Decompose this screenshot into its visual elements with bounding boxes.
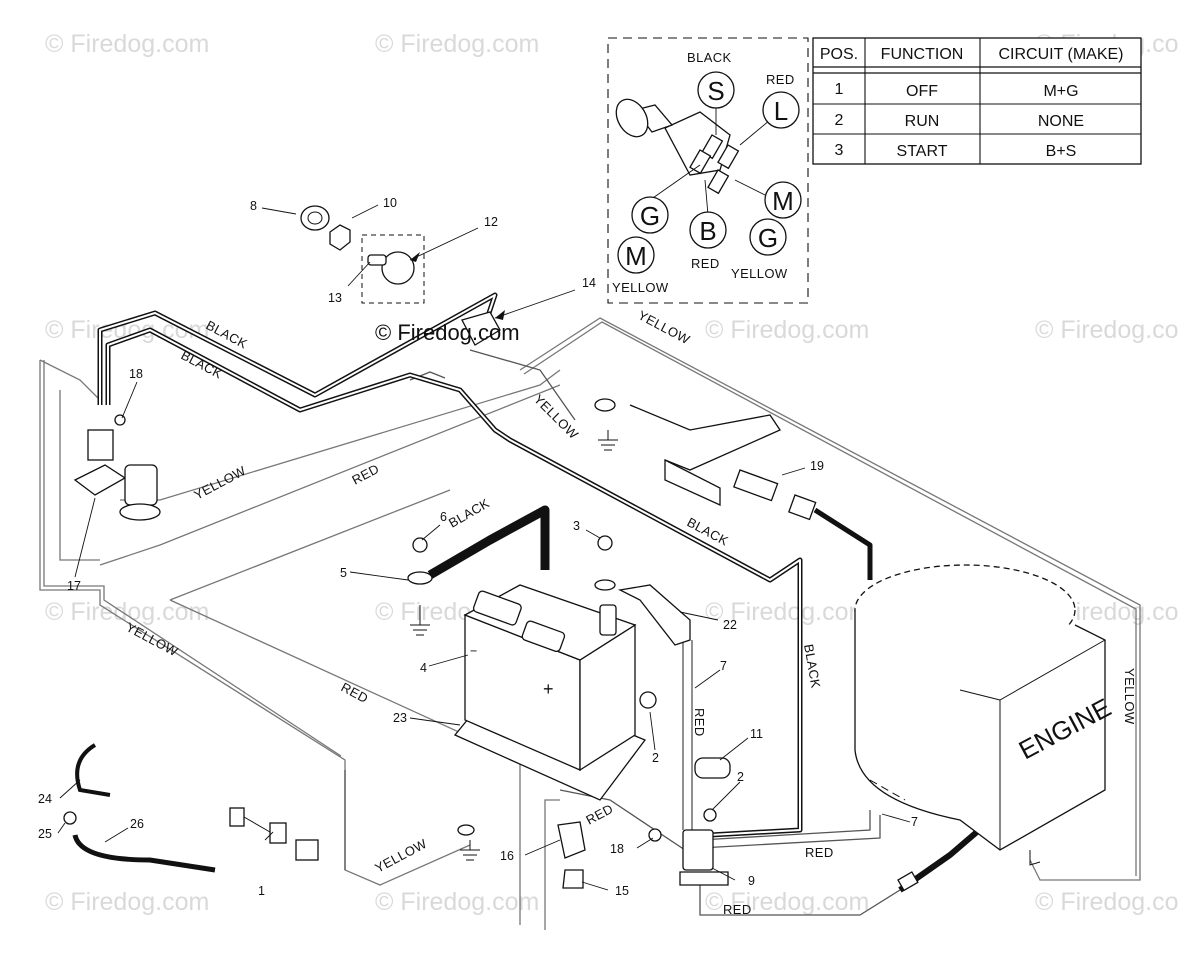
part-number-22: 22 — [723, 618, 737, 632]
part-number-15: 15 — [615, 884, 629, 898]
wire-label-yellow: YELLOW — [1122, 668, 1137, 725]
table-cell: 1 — [835, 81, 844, 98]
table-header: POS. — [820, 46, 858, 63]
watermark: © Firedog.com — [375, 888, 539, 916]
table-cell: B+S — [1046, 143, 1077, 160]
switch-function-table: POS. FUNCTION CIRCUIT (MAKE) 1 OFF M+G 2… — [812, 37, 1142, 165]
parts — [63, 205, 919, 892]
part-number-26: 26 — [130, 817, 144, 831]
table-cell: RUN — [905, 113, 940, 130]
terminal-l: L — [774, 96, 788, 126]
watermark: © Firedog.com — [1035, 888, 1180, 916]
watermark: © Firedog.com — [45, 30, 209, 58]
part-number-6: 6 — [440, 510, 447, 524]
wire-label-red: RED — [805, 845, 834, 860]
part-number-16: 16 — [500, 849, 514, 863]
watermark: © Firedog.com — [1035, 316, 1180, 344]
part-number-18: 18 — [610, 842, 624, 856]
battery-minus: − — [470, 644, 477, 658]
part-number-8: 8 — [250, 199, 257, 213]
wire-label-black: BLACK — [801, 643, 824, 690]
watermark: © Firedog.com — [45, 598, 209, 626]
red-wires — [344, 349, 901, 916]
watermark: © Firedog.com — [375, 30, 539, 58]
part-number-7: 7 — [911, 815, 918, 829]
table-cell: START — [897, 143, 948, 160]
wire-label-yellow: YELLOW — [531, 392, 582, 443]
part-number-23: 23 — [393, 711, 407, 725]
part-number-7: 7 — [720, 659, 727, 673]
terminal-s: S — [707, 76, 724, 106]
engine: ENGINE — [854, 564, 1116, 866]
table-cell: 2 — [835, 112, 844, 129]
terminal-color-m: YELLOW — [612, 280, 669, 295]
yellow-harness — [39, 317, 1141, 930]
part-number-2: 2 — [737, 770, 744, 784]
part-number-24: 24 — [38, 792, 52, 806]
part-callouts: 8 10 12 13 14 18 17 6 5 3 4 23 2 22 7 11… — [38, 196, 918, 898]
terminal-g: G — [640, 201, 660, 231]
wire-label-black: BLACK — [685, 514, 731, 548]
switch-inset: S L G B M M G BLACK RED RED YELLOW YELLO… — [607, 37, 809, 304]
part-number-1: 1 — [258, 884, 265, 898]
watermark: © Firedog.com — [45, 888, 209, 916]
terminal-color-g: YELLOW — [731, 266, 788, 281]
table-cell: M+G — [1043, 83, 1078, 100]
wire-label-black: BLACK — [446, 495, 492, 530]
watermark-center: © Firedog.com — [375, 320, 520, 345]
wire-label-red: RED — [723, 902, 752, 917]
terminal-g: G — [758, 223, 778, 253]
wire-label-yellow: YELLOW — [372, 836, 429, 876]
wire-label-black: BLACK — [204, 317, 250, 351]
part-number-17: 17 — [67, 579, 81, 593]
part-number-4: 4 — [420, 661, 427, 675]
black-wires — [97, 292, 987, 893]
part-number-5: 5 — [340, 566, 347, 580]
watermark: © Firedog.com — [705, 598, 869, 626]
part-number-19: 19 — [810, 459, 824, 473]
table-cell: OFF — [906, 83, 938, 100]
wire-label-yellow: YELLOW — [191, 463, 248, 503]
part-number-25: 25 — [38, 827, 52, 841]
part-number-18: 18 — [129, 367, 143, 381]
wire-label-red: RED — [349, 461, 381, 488]
table-cell: 3 — [835, 142, 844, 159]
watermark: © Firedog.com — [705, 316, 869, 344]
wire-label-red: RED — [339, 679, 371, 706]
wire-label-red: RED — [692, 708, 707, 737]
part-number-3: 3 — [573, 519, 580, 533]
wire-label-red: RED — [583, 801, 615, 828]
part-number-14: 14 — [582, 276, 596, 290]
terminal-b: B — [699, 216, 716, 246]
table-cell: NONE — [1038, 113, 1084, 130]
terminal-color-b: RED — [691, 256, 720, 271]
part-number-9: 9 — [748, 874, 755, 888]
part-number-12: 12 — [484, 215, 498, 229]
battery-plus: + — [543, 679, 554, 699]
part-number-13: 13 — [328, 291, 342, 305]
watermark-layer: © Firedog.com © Firedog.com © Firedog.co… — [45, 30, 1180, 916]
terminal-color-l: RED — [766, 72, 795, 87]
wire-label-black: BLACK — [179, 347, 225, 381]
part-number-2: 2 — [652, 751, 659, 765]
table-header: CIRCUIT (MAKE) — [998, 46, 1123, 63]
terminal-m: M — [625, 241, 647, 271]
terminal-color-s: BLACK — [687, 50, 732, 65]
part-number-11: 11 — [750, 727, 763, 741]
battery: − + — [453, 584, 647, 801]
table-header: FUNCTION — [881, 46, 964, 63]
watermark: © Firedog.com — [705, 888, 869, 916]
part-number-10: 10 — [383, 196, 397, 210]
terminal-m: M — [772, 186, 794, 216]
